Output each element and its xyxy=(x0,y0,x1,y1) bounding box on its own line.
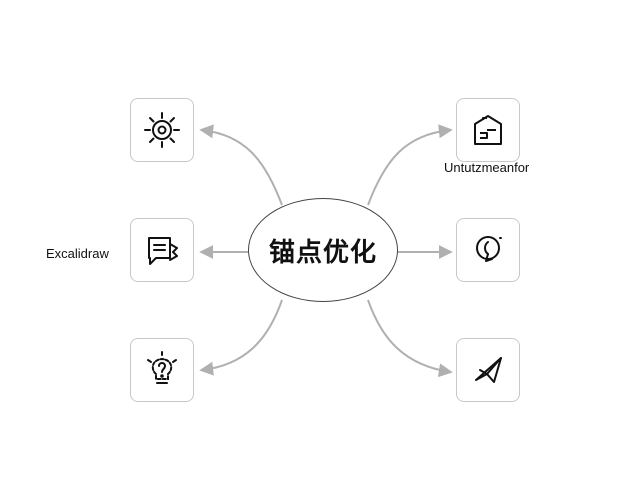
center-node[interactable]: 锚点优化 xyxy=(248,198,398,302)
connector-left-bottom xyxy=(199,299,283,376)
node-right-middle[interactable] xyxy=(456,218,520,282)
gear-icon xyxy=(144,112,180,148)
node-right-bottom[interactable] xyxy=(456,338,520,402)
location-pin-icon xyxy=(476,236,502,262)
connector-right-bottom xyxy=(367,299,453,378)
send-icon xyxy=(475,357,502,383)
node-left-middle[interactable] xyxy=(130,218,194,282)
node-left-bottom[interactable] xyxy=(130,338,194,402)
document-icon xyxy=(148,237,178,265)
label-left-middle: Excalidraw xyxy=(46,246,109,261)
lightbulb-question-icon xyxy=(147,351,177,384)
node-right-top[interactable] xyxy=(456,98,520,162)
center-label: 锚点优化 xyxy=(268,237,377,268)
connector-right-top xyxy=(367,124,453,206)
connector-left-top xyxy=(199,124,283,206)
node-left-top[interactable] xyxy=(130,98,194,162)
house-icon xyxy=(474,115,502,145)
label-right-top: Untutzmeanfor xyxy=(444,160,530,175)
